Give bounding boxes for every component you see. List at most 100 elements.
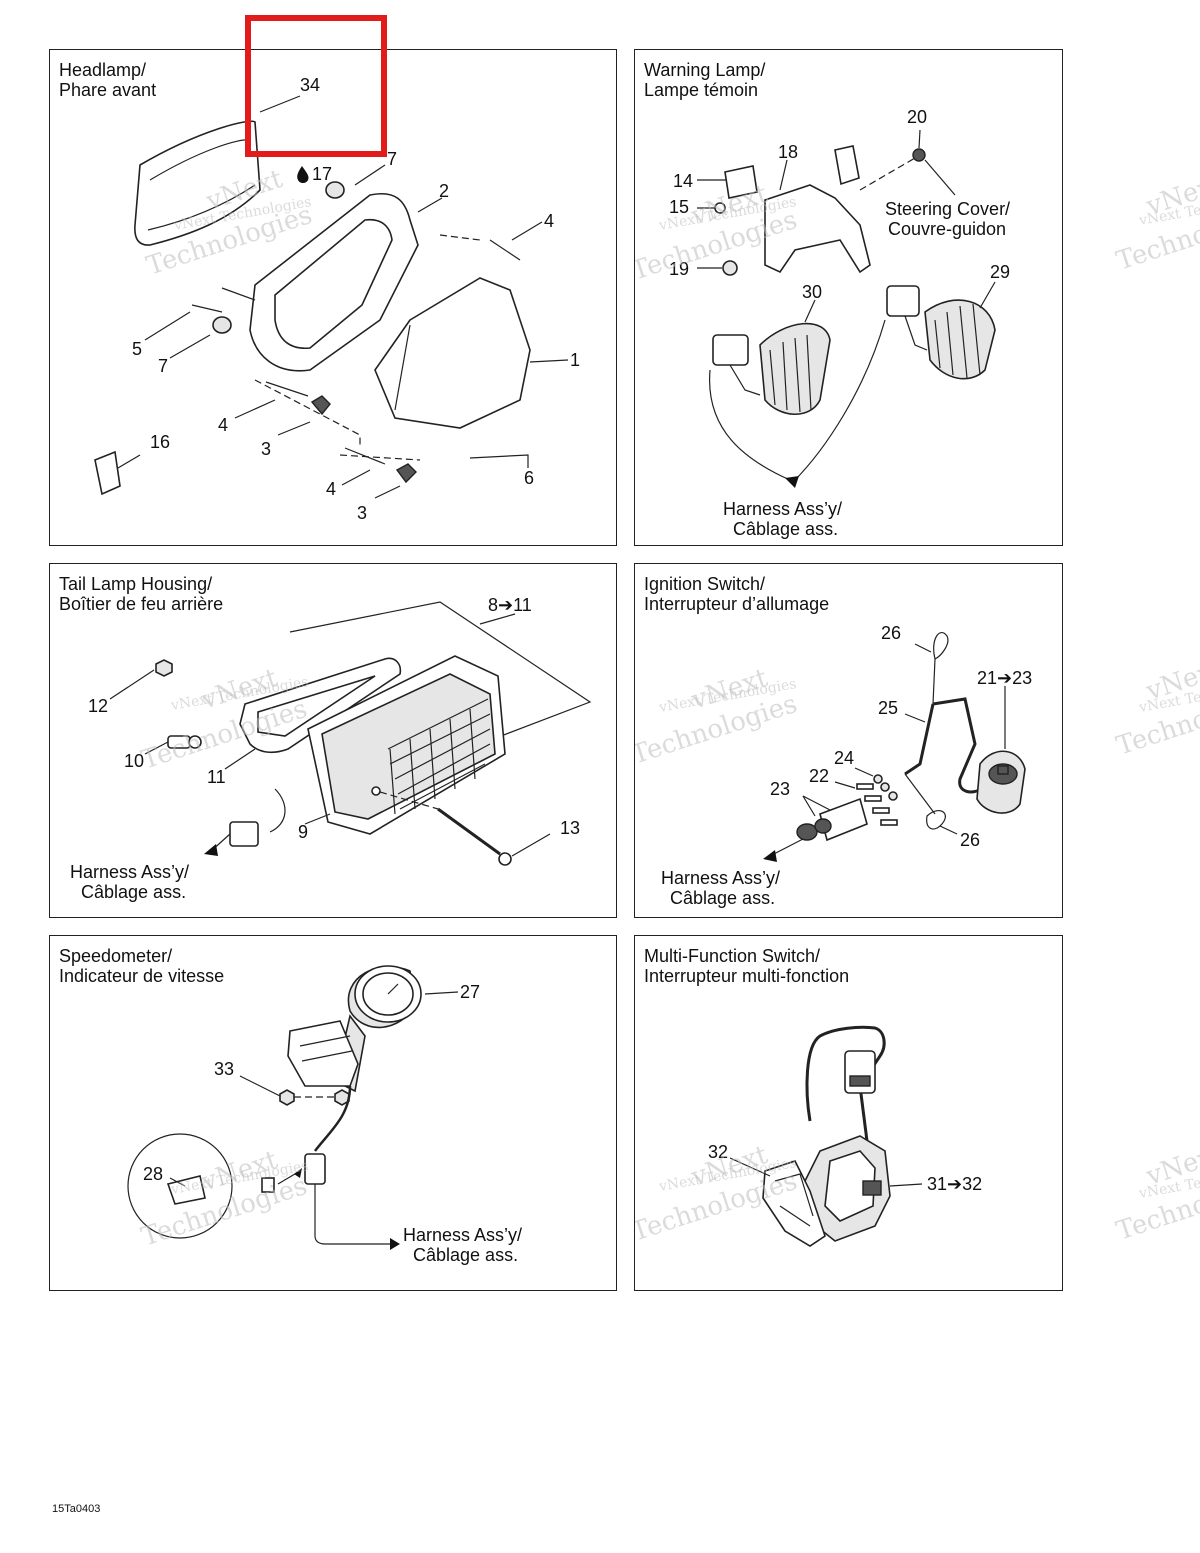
pins-22 (856, 783, 898, 826)
drop-icon (297, 166, 309, 183)
callout-31-32: 31➔32 (927, 1174, 982, 1194)
callout-4c: 4 (326, 479, 336, 499)
panel-title-headlamp: Headlamp/ Phare avant (59, 60, 157, 100)
gasket-11 (239, 657, 402, 754)
callout-1: 1 (570, 350, 580, 370)
headlamp-housing (374, 277, 531, 429)
panel-title-multifunction: Multi-Function Switch/ Interrupteur mult… (644, 946, 850, 986)
switch-housing-31 (804, 1135, 891, 1242)
knob-3a (310, 395, 331, 416)
callout-12: 12 (88, 696, 108, 716)
connector-23 (796, 797, 868, 842)
ignition-drawing: 26 21➔23 25 24 22 23 26 Harness Ass’y/ C… (635, 623, 1032, 908)
panel-tail-lamp: 8➔11 12 10 11 9 13 Harness Ass’y/ Câblag… (49, 563, 617, 918)
panel-ignition: 26 21➔23 25 24 22 23 26 Harness Ass’y/ C… (634, 563, 1063, 918)
label-harness-en: Harness Ass’y/ (723, 499, 842, 519)
label-steering-en: Steering Cover/ (885, 199, 1010, 219)
grommet-7 (212, 316, 232, 334)
callout-5: 5 (132, 339, 142, 359)
clip-28 (166, 1175, 206, 1205)
callout-14: 14 (673, 171, 693, 191)
callout-24: 24 (834, 748, 854, 768)
callout-17: 17 (312, 164, 332, 184)
screw-13 (437, 807, 501, 856)
callout-23: 23 (770, 779, 790, 799)
callout-9: 9 (298, 822, 308, 842)
label-harness-fr: Câblage ass. (733, 519, 838, 539)
label-steering-fr: Couvre-guidon (888, 219, 1006, 239)
callout-19: 19 (669, 259, 689, 279)
tie-26b (926, 810, 946, 830)
speedometer-drawing: 27 33 28 Harness Ass’y/ Câblage ass. vNe… (127, 965, 522, 1265)
label-harness-en: Harness Ass’y/ (403, 1225, 522, 1245)
headlamp-ring-inner (274, 218, 393, 349)
callout-6: 6 (524, 468, 534, 488)
warning-lamp-drawing: 20 18 14 15 19 30 29 Steering Cover/ Cou… (635, 107, 1010, 539)
panel-title-tail-lamp: Tail Lamp Housing/ Boîtier de feu arrièr… (59, 574, 224, 614)
multifunction-drawing: 32 31➔32 vNext Technologies vNext Techno… (635, 1025, 982, 1248)
panel-title-speedometer: Speedometer/ Indicateur de vitesse (59, 946, 225, 986)
lamp-30 (712, 322, 831, 415)
plate-14 (724, 165, 758, 199)
screw-4a (489, 239, 521, 261)
grommet-17 (325, 181, 345, 199)
callout-11: 11 (207, 767, 226, 787)
screw-4b (265, 381, 309, 397)
bracket-16 (94, 450, 121, 496)
nut-19 (722, 260, 738, 276)
callout-22: 22 (809, 766, 829, 786)
ignition-switch-21 (976, 750, 1026, 814)
tail-lamp-housing-9 (307, 655, 506, 835)
label-harness-en: Harness Ass’y/ (661, 868, 780, 888)
callout-28: 28 (143, 1164, 163, 1184)
panel-speedometer: 27 33 28 Harness Ass’y/ Câblage ass. vNe… (49, 935, 617, 1291)
panel-multifunction: 32 31➔32 vNext Technologies vNext Techno… (634, 935, 1063, 1291)
bracket-18 (764, 184, 871, 274)
knob-3b (395, 463, 417, 484)
callout-3a: 3 (261, 439, 271, 459)
callout-21-23: 21➔23 (977, 668, 1032, 688)
callout-29: 29 (990, 262, 1010, 282)
callout-20: 20 (907, 107, 927, 127)
callout-33: 33 (214, 1059, 234, 1079)
callout-16: 16 (150, 432, 170, 452)
screw-20 (912, 148, 926, 162)
callout-27: 27 (460, 982, 480, 1002)
callout-2: 2 (439, 181, 449, 201)
lamp-29 (886, 285, 996, 380)
switch-cover-32 (762, 1160, 826, 1247)
callout-26b: 26 (960, 830, 980, 850)
label-harness-fr: Câblage ass. (413, 1245, 518, 1265)
callout-7b: 7 (158, 356, 168, 376)
connector-tail (229, 821, 259, 847)
edge-watermarks: vNext Technologies vNext Technologies vN… (1113, 169, 1200, 1247)
label-harness-en: Harness Ass’y/ (70, 862, 189, 882)
panel-warning-lamp: 20 18 14 15 19 30 29 Steering Cover/ Cou… (634, 49, 1063, 546)
headlamp-drawing: 34 17 7 2 4 5 7 1 4 3 16 4 6 3 vNext Tec… (94, 75, 580, 523)
callout-15: 15 (669, 197, 689, 217)
callout-10: 10 (124, 751, 144, 771)
callout-32: 32 (708, 1142, 728, 1162)
callout-25: 25 (878, 698, 898, 718)
callout-7a: 7 (387, 149, 397, 169)
callout-13: 13 (560, 818, 580, 838)
nut-33a (279, 1089, 295, 1106)
label-harness-fr: Câblage ass. (81, 882, 186, 902)
detail-circle-28 (127, 1133, 233, 1239)
callout-8-11: 8➔11 (488, 595, 532, 615)
callout-18: 18 (778, 142, 798, 162)
callout-34: 34 (300, 75, 320, 95)
nuts-24 (873, 774, 898, 801)
tail-lamp-drawing: 8➔11 12 10 11 9 13 Harness Ass’y/ Câblag… (70, 595, 592, 902)
panel-title-ignition: Ignition Switch/ Interrupteur d’allumage (644, 574, 830, 614)
highlight-box-callout-34 (245, 15, 387, 157)
tie-26a (933, 631, 949, 660)
callout-30: 30 (802, 282, 822, 302)
speedometer-gauge-27 (334, 965, 422, 1093)
panel-title-warning-lamp: Warning Lamp/ Lampe témoin (644, 60, 766, 100)
headlamp-lens (134, 120, 261, 246)
nut-12 (155, 659, 173, 677)
callout-26a: 26 (881, 623, 901, 643)
figure-code: 15Ta0403 (52, 1503, 101, 1515)
panel-headlamp: 34 17 7 2 4 5 7 1 4 3 16 4 6 3 vNext Tec… (49, 49, 617, 546)
